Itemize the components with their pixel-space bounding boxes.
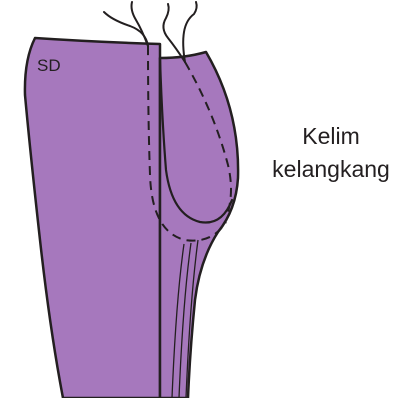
garment-panel-main <box>25 38 160 398</box>
caption-line-2: kelangkang <box>272 156 390 182</box>
garment-panel-front <box>160 52 238 398</box>
thread-tail-right-2 <box>183 2 196 62</box>
thread-tail-left-2 <box>132 2 149 46</box>
thread-tail-right-1 <box>163 4 185 62</box>
garment-tag-label: SD <box>37 56 61 75</box>
caption-line-1: Kelim <box>302 123 360 149</box>
